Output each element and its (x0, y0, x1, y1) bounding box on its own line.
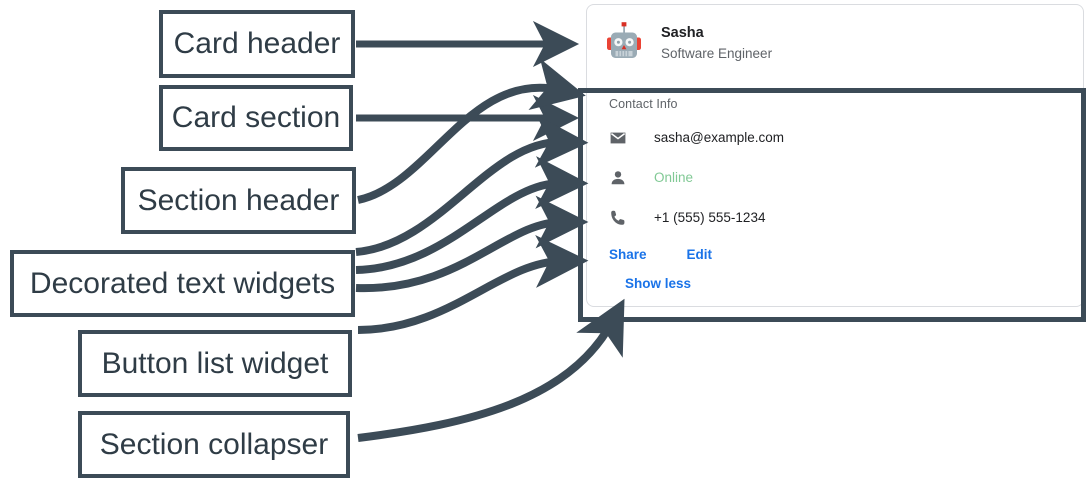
callout-decorated-text: Decorated text widgets (10, 250, 355, 317)
callout-decorated-text-label: Decorated text widgets (29, 266, 336, 300)
section-collapser-label[interactable]: Show less (625, 275, 692, 291)
decorated-text-widget-label: +1 (555) 555-1234 (654, 210, 766, 225)
callout-section-collapser-label: Section collapser (99, 427, 329, 461)
arrow-section-header (357, 58, 586, 204)
callout-card-section: Card section (159, 85, 353, 151)
callout-section-collapser: Section collapser (78, 411, 350, 478)
contact-card: Sasha Software Engineer Contact Info sas… (586, 4, 1084, 307)
section-header: Contact Info (609, 97, 678, 111)
callout-card-header: Card header (159, 10, 355, 78)
arrow-decorated-text-1 (355, 114, 589, 256)
share-button[interactable]: Share (609, 246, 647, 262)
mail-icon (610, 132, 626, 143)
card-subtitle: Software Engineer (661, 45, 773, 61)
callout-card-header-label: Card header (173, 27, 341, 60)
arrow-section-collapser (357, 298, 625, 442)
robot-avatar-icon (601, 20, 647, 66)
decorated-text-widget-label: Online (654, 170, 694, 185)
arrow-button-list (357, 235, 589, 334)
card-header-text: Sasha Software Engineer (661, 25, 772, 61)
decorated-text-widget[interactable]: +1 (555) 555-1234 (587, 203, 1083, 232)
callout-section-header-label: Section header (137, 183, 340, 217)
card-header: Sasha Software Engineer (587, 5, 1083, 83)
edit-button[interactable]: Edit (686, 246, 713, 262)
callout-section-header: Section header (121, 167, 356, 234)
callout-button-list-label: Button list widget (101, 346, 329, 380)
person-icon (611, 170, 625, 184)
button-list-widget: Share Edit (587, 243, 1083, 265)
decorated-text-widget-label: sasha@example.com (654, 130, 785, 145)
card-section: Contact Info sasha@example.com Online +1… (587, 83, 1083, 306)
phone-icon (611, 210, 625, 225)
callout-card-section-label: Card section (171, 101, 341, 134)
arrow-decorated-text-2 (355, 156, 589, 274)
card-title: Sasha (661, 24, 704, 41)
decorated-text-widget[interactable]: sasha@example.com (587, 123, 1083, 152)
card-section-outline (578, 88, 1086, 322)
arrow-decorated-text-3 (355, 195, 589, 293)
callout-button-list: Button list widget (78, 330, 352, 397)
decorated-text-widget[interactable]: Online (587, 163, 1083, 192)
section-collapser[interactable]: Show less (587, 272, 1083, 294)
